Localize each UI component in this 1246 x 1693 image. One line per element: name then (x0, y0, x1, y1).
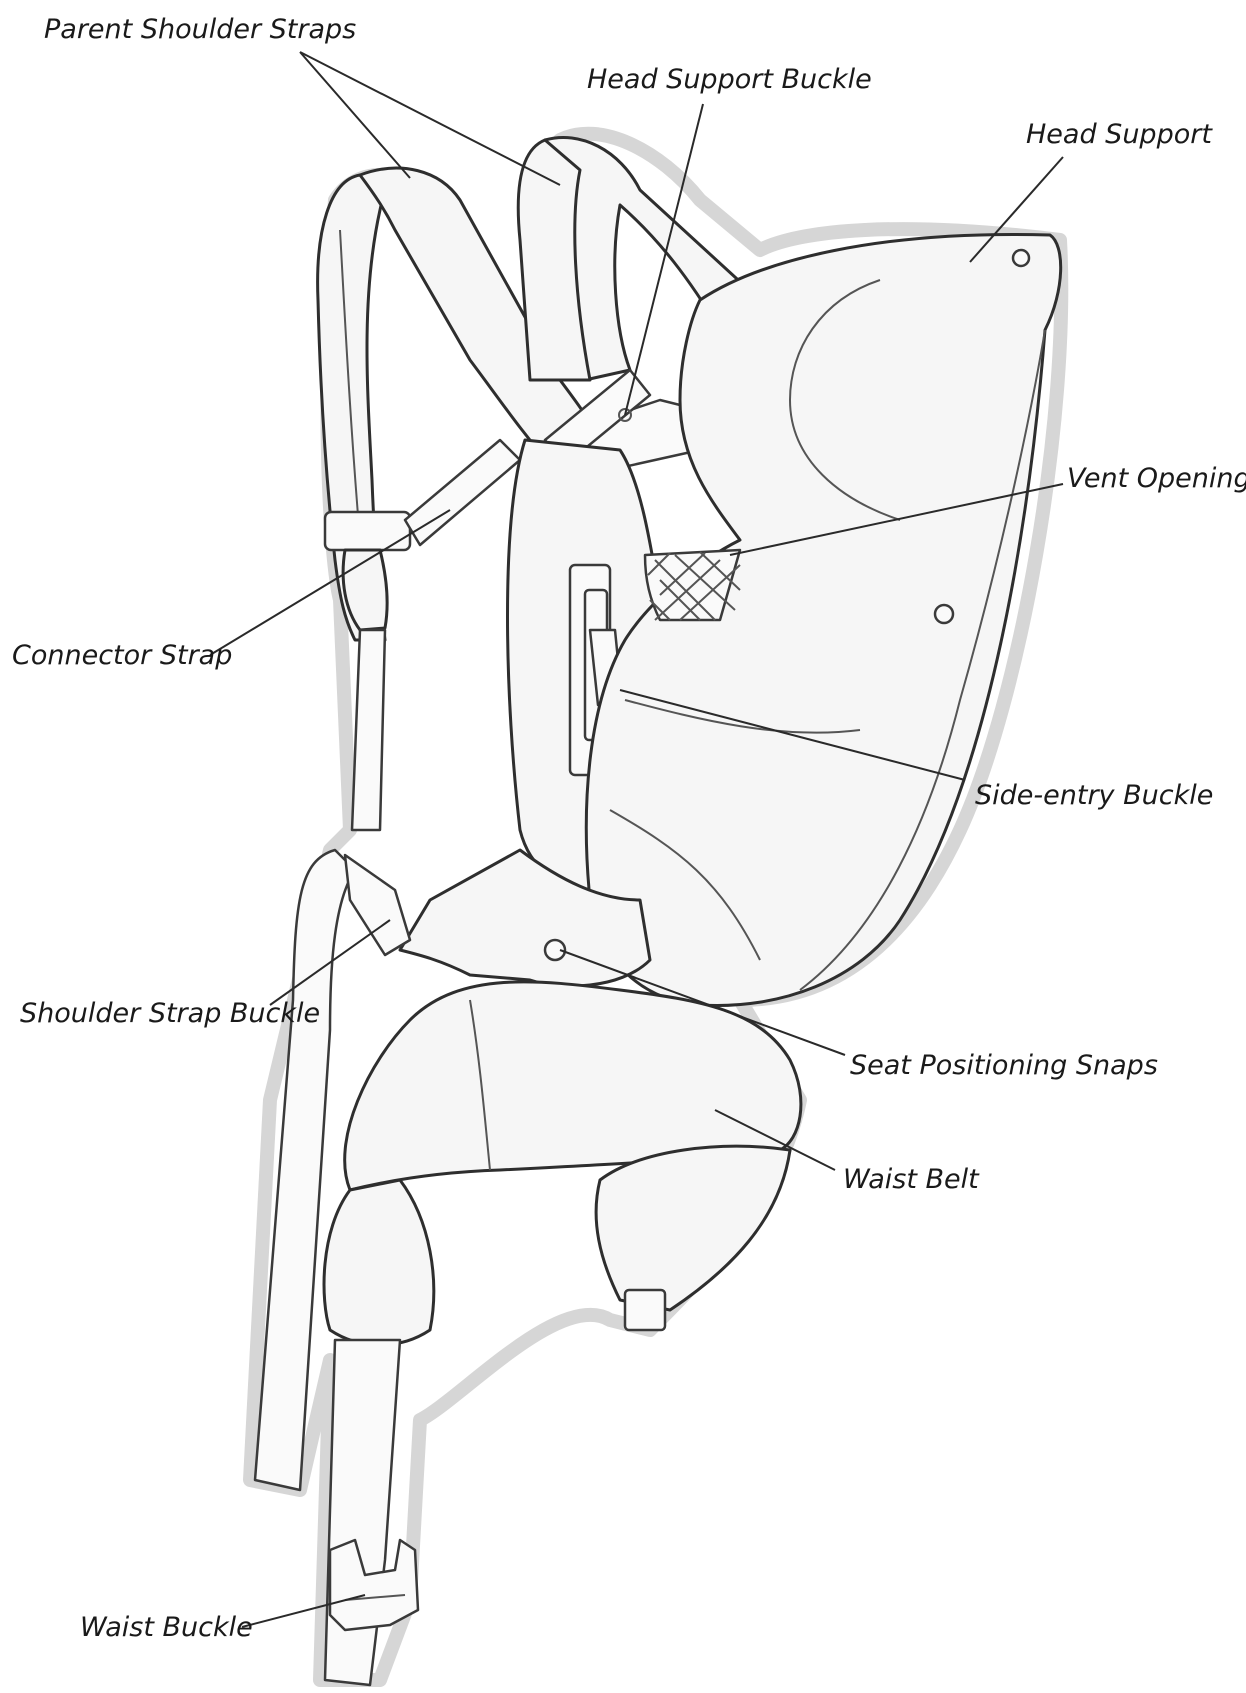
label-connector-strap: Connector Strap (12, 642, 232, 669)
baby-seat-pod (586, 234, 1060, 1005)
leader-parent-shoulder-straps (300, 52, 560, 185)
label-vent-opening: Vent Opening (1067, 465, 1246, 492)
label-head-support: Head Support (1026, 121, 1212, 148)
connector-strap (405, 440, 520, 545)
label-side-entry-buckle: Side-entry Buckle (975, 782, 1213, 809)
label-shoulder-strap-buckle: Shoulder Strap Buckle (20, 1000, 320, 1027)
waist-belt-shape (324, 982, 801, 1345)
label-head-support-buckle: Head Support Buckle (587, 66, 872, 93)
label-waist-belt: Waist Belt (843, 1166, 979, 1193)
label-waist-buckle: Waist Buckle (80, 1614, 253, 1641)
label-parent-shoulder-straps: Parent Shoulder Straps (44, 16, 356, 43)
label-seat-positioning-snaps: Seat Positioning Snaps (850, 1052, 1158, 1079)
